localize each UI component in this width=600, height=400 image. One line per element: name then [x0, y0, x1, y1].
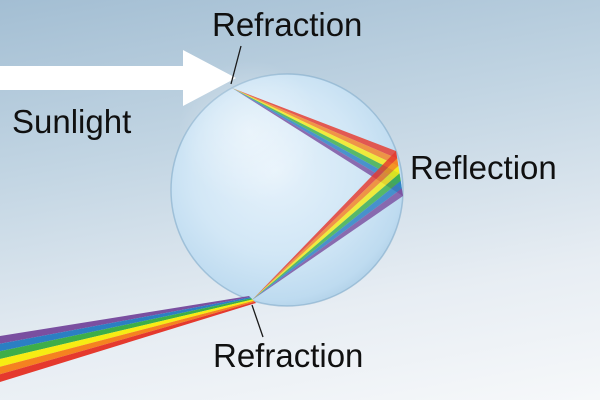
spectrum-stripe [0, 299, 254, 367]
spectrum-stripe [0, 298, 253, 359]
spectrum-stripe [252, 173, 401, 300]
spectrum-stripe [252, 181, 402, 300]
spectrum-stripe [0, 300, 255, 375]
spectrum-stripe [252, 151, 398, 300]
refraction-bottom-pointer-line [251, 304, 264, 338]
spectrum-stripe [252, 188, 403, 300]
internal-beam-entry-to-back [232, 88, 403, 196]
exit-rainbow-beam [0, 296, 256, 382]
internal-beam-back-to-exit [252, 151, 403, 300]
refraction-top-label: Refraction [212, 6, 363, 43]
refraction-top-pointer-line [230, 45, 242, 85]
spectrum-stripe [252, 166, 400, 300]
sunlight-arrow-icon [0, 50, 236, 106]
spectrum-stripe [0, 297, 252, 352]
sunlight-label: Sunlight [12, 103, 132, 140]
spectrum-stripe [232, 88, 403, 196]
refraction-bottom-label: Refraction [213, 337, 364, 374]
spectrum-stripe [252, 158, 399, 300]
reflection-label: Reflection [410, 149, 557, 186]
spectrum-stripe [0, 296, 251, 344]
spectrum-stripe [0, 301, 256, 382]
